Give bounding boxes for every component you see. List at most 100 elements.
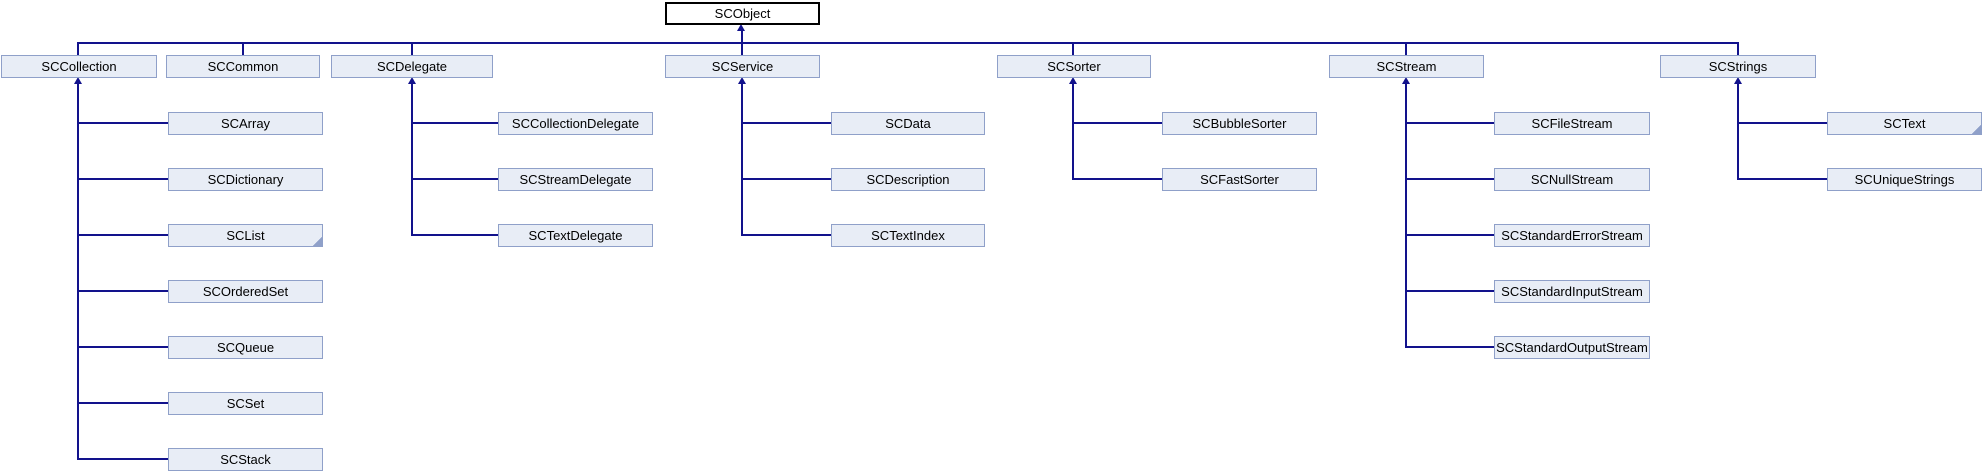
node-scdelegate[interactable]: SCDelegate <box>331 55 493 78</box>
node-scsorter[interactable]: SCSorter <box>997 55 1151 78</box>
node-label: SCOrderedSet <box>202 284 289 299</box>
branch-line <box>1737 178 1828 180</box>
branch-line <box>1405 234 1495 236</box>
branch-line <box>741 122 832 124</box>
node-scorderedset[interactable]: SCOrderedSet <box>168 280 323 303</box>
node-label: SCCollectionDelegate <box>511 116 640 131</box>
branch-line <box>1072 122 1163 124</box>
node-label: SCData <box>885 116 931 131</box>
node-label: SCUniqueStrings <box>1854 172 1955 187</box>
node-sctext[interactable]: SCText <box>1827 112 1982 135</box>
connector-line <box>1072 42 1074 55</box>
node-label: SCStandardOutputStream <box>1496 340 1648 355</box>
branch-line <box>77 290 169 292</box>
node-sctextdelegate[interactable]: SCTextDelegate <box>498 224 653 247</box>
node-scarray[interactable]: SCArray <box>168 112 323 135</box>
node-scbubblesorter[interactable]: SCBubbleSorter <box>1162 112 1317 135</box>
branch-line <box>411 234 499 236</box>
node-label: SCTextDelegate <box>528 228 623 243</box>
node-label: SCDictionary <box>207 172 284 187</box>
node-scstandarderrorstream[interactable]: SCStandardErrorStream <box>1494 224 1650 247</box>
node-label: SCBubbleSorter <box>1192 116 1287 131</box>
node-scservice[interactable]: SCService <box>665 55 820 78</box>
node-scnullstream[interactable]: SCNullStream <box>1494 168 1650 191</box>
node-sccollection[interactable]: SCCollection <box>1 55 157 78</box>
node-scfilestream[interactable]: SCFileStream <box>1494 112 1650 135</box>
branch-line <box>1072 178 1163 180</box>
node-label: SCStrings <box>1708 59 1768 74</box>
node-label: SCStandardErrorStream <box>1501 228 1643 243</box>
connector-line <box>411 42 413 55</box>
branch-line <box>1405 346 1495 348</box>
connector-line <box>741 42 743 55</box>
node-label: SCText <box>1883 116 1926 131</box>
node-sctextindex[interactable]: SCTextIndex <box>831 224 985 247</box>
trunk-line-stream <box>1405 83 1407 348</box>
trunk-line-sorter <box>1072 83 1074 180</box>
node-scstream[interactable]: SCStream <box>1329 55 1484 78</box>
arrow-up-icon <box>1402 77 1410 84</box>
arrow-up-icon <box>408 77 416 84</box>
node-scdescription[interactable]: SCDescription <box>831 168 985 191</box>
node-label: SCStandardInputStream <box>1501 284 1643 299</box>
node-scobject[interactable]: SCObject <box>665 2 820 25</box>
connector-line <box>741 30 743 43</box>
node-label: SCQueue <box>216 340 275 355</box>
node-label: SCCollection <box>41 59 117 74</box>
arrow-up-icon <box>737 24 745 31</box>
node-label: SCStream <box>1376 59 1437 74</box>
node-label: SCNullStream <box>1530 172 1614 187</box>
node-scqueue[interactable]: SCQueue <box>168 336 323 359</box>
branch-line <box>741 178 832 180</box>
trunk-line-strings <box>1737 83 1739 180</box>
branch-line <box>77 346 169 348</box>
connector-line <box>242 42 244 55</box>
branch-line <box>1405 178 1495 180</box>
node-label: SCObject <box>714 6 771 21</box>
node-label: SCDelegate <box>376 59 448 74</box>
branch-line <box>77 402 169 404</box>
node-scstrings[interactable]: SCStrings <box>1660 55 1816 78</box>
arrow-up-icon <box>738 77 746 84</box>
node-label: SCFastSorter <box>1200 172 1279 187</box>
trunk-line-service <box>741 83 743 236</box>
branch-line <box>77 122 169 124</box>
arrow-up-icon <box>1069 77 1077 84</box>
node-scuniquestrings[interactable]: SCUniqueStrings <box>1827 168 1982 191</box>
node-sccollectiondelegate[interactable]: SCCollectionDelegate <box>498 112 653 135</box>
connector-line <box>1737 42 1739 55</box>
branch-line <box>77 178 169 180</box>
arrow-up-icon <box>1734 77 1742 84</box>
arrow-up-icon <box>74 77 82 84</box>
node-scdictionary[interactable]: SCDictionary <box>168 168 323 191</box>
node-label: SCStreamDelegate <box>519 172 632 187</box>
node-label: SCSorter <box>1047 59 1101 74</box>
node-scstreamdelegate[interactable]: SCStreamDelegate <box>498 168 653 191</box>
node-scfastsorter[interactable]: SCFastSorter <box>1162 168 1317 191</box>
connector-line <box>1405 42 1407 55</box>
trunk-line-delegate <box>411 83 413 236</box>
node-label: SCStack <box>220 452 271 467</box>
truncation-fold-icon <box>313 237 322 246</box>
node-sclist[interactable]: SCList <box>168 224 323 247</box>
node-label: SCCommon <box>207 59 279 74</box>
branch-line <box>411 122 499 124</box>
connector-line <box>77 42 79 55</box>
node-scstandardoutputstream[interactable]: SCStandardOutputStream <box>1494 336 1650 359</box>
node-label: SCDescription <box>866 172 950 187</box>
connector-bus-line <box>77 42 1739 44</box>
node-label: SCService <box>711 59 774 74</box>
branch-line <box>77 458 169 460</box>
node-scstandardinputstream[interactable]: SCStandardInputStream <box>1494 280 1650 303</box>
branch-line <box>741 234 832 236</box>
node-label: SCList <box>226 228 265 243</box>
node-scstack[interactable]: SCStack <box>168 448 323 471</box>
node-scset[interactable]: SCSet <box>168 392 323 415</box>
node-label: SCFileStream <box>1531 116 1613 131</box>
branch-line <box>77 234 169 236</box>
node-label: SCTextIndex <box>871 228 945 243</box>
node-label: SCArray <box>220 116 271 131</box>
node-sccommon[interactable]: SCCommon <box>166 55 320 78</box>
node-scdata[interactable]: SCData <box>831 112 985 135</box>
